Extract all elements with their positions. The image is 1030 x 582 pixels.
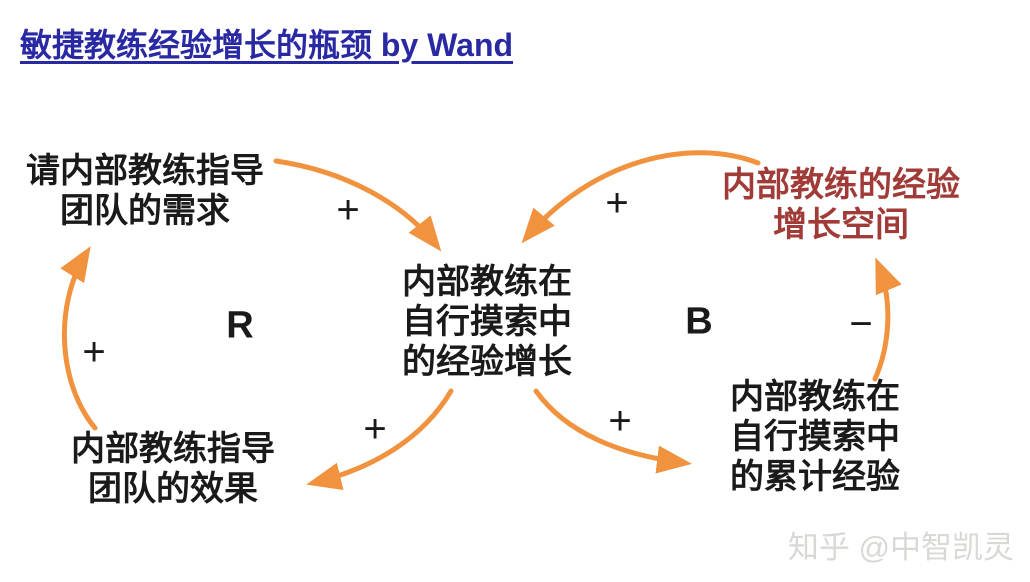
edge-center-to-effect-arrow [306, 388, 454, 491]
edge-effect-to-demand-arrow [60, 246, 98, 431]
watermark: 知乎 @中智凯灵 [787, 530, 1014, 565]
edge-accum-to-space-arrow [872, 257, 902, 382]
sign-space-to-center: + [605, 181, 629, 225]
sign-accum-to-space: − [849, 302, 873, 346]
page-title[interactable]: 敏捷教练经验增长的瓶颈 by Wand [20, 27, 514, 63]
sign-effect-to-demand: + [82, 330, 106, 374]
node-accumulated: 内部教练在 自行摸索中 的累计经验 [730, 378, 900, 496]
node-effect: 内部教练指导 团队的效果 [71, 430, 275, 508]
node-growth-space: 内部教练的经验 增长空间 [722, 166, 960, 244]
edge-demand-to-center-arrow [273, 158, 442, 252]
loop-label-b: B [685, 300, 713, 343]
node-demand: 请内部教练指导 团队的需求 [26, 152, 264, 230]
edge-center-to-accum-arrow [533, 388, 692, 474]
sign-center-to-accum: + [608, 399, 632, 443]
node-center: 内部教练在 自行摸索中 的经验增长 [402, 263, 572, 381]
loop-label-r: R [226, 304, 254, 347]
edge-space-to-center-arrow [521, 150, 761, 244]
sign-center-to-effect: + [363, 407, 387, 451]
sign-demand-to-center: + [336, 188, 360, 232]
